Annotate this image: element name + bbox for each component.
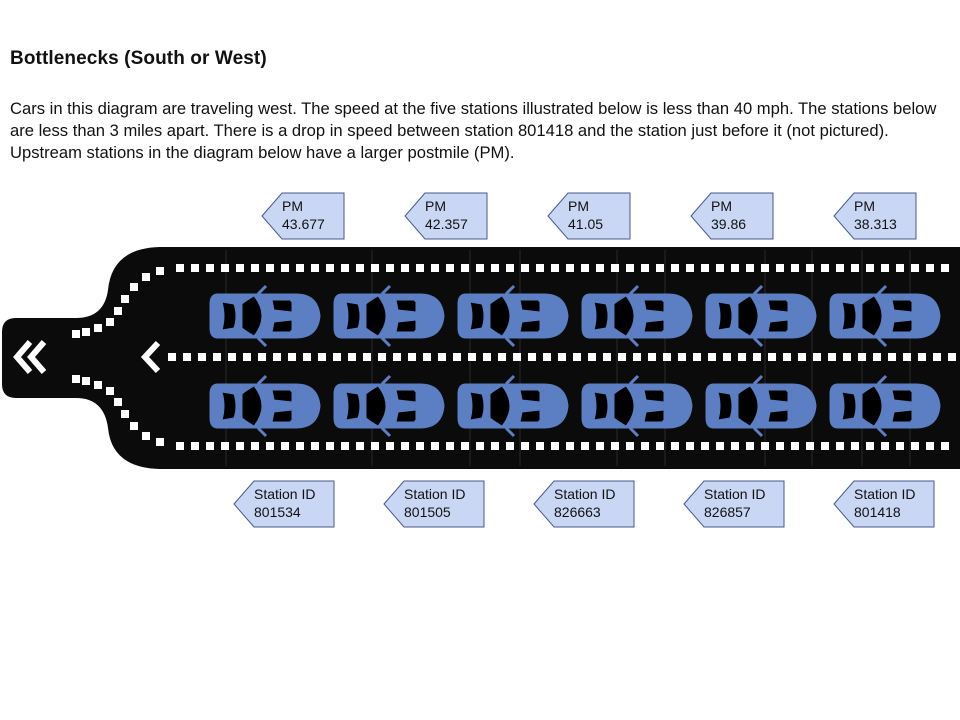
- station-tag: Station ID 826857: [683, 480, 785, 528]
- postmile-tag-label: PM: [854, 198, 875, 214]
- car-icon: [208, 284, 322, 348]
- station-tag-label: Station ID: [854, 486, 915, 502]
- station-tag-value: 826663: [554, 504, 601, 520]
- postmile-tag: PM 42.357: [404, 192, 488, 240]
- car-icon: [332, 284, 446, 348]
- center-lane-marking: [168, 353, 956, 361]
- postmile-tag-value: 41.05: [568, 216, 603, 232]
- postmile-tag: PM 41.05: [547, 192, 631, 240]
- station-tag: Station ID 801534: [233, 480, 335, 528]
- car-icon: [332, 374, 446, 438]
- postmile-tag-value: 42.357: [425, 216, 468, 232]
- car-icon: [828, 374, 942, 438]
- postmile-tag-label: PM: [568, 198, 589, 214]
- top-edge-marking: [176, 264, 949, 272]
- car-icon: [828, 284, 942, 348]
- station-tag-value: 801505: [404, 504, 451, 520]
- bottom-edge-marking: [176, 442, 949, 450]
- car-icon: [704, 374, 818, 438]
- postmile-tag: PM 38.313: [833, 192, 917, 240]
- postmile-tag-value: 39.86: [711, 216, 746, 232]
- car-icon: [456, 374, 570, 438]
- station-tag-value: 801534: [254, 504, 301, 520]
- chevron-left-icon: [140, 340, 161, 374]
- station-tag-label: Station ID: [704, 486, 765, 502]
- station-tag: Station ID 826663: [533, 480, 635, 528]
- postmile-tags: PM 43.677 PM 42.357 PM 41.05 PM 39.86 PM 38.313: [261, 192, 917, 240]
- car-icon: [580, 284, 694, 348]
- postmile-tag-label: PM: [282, 198, 303, 214]
- station-tag-label: Station ID: [554, 486, 615, 502]
- ramp-edge-marking-top: [72, 267, 164, 338]
- station-tag: Station ID 801418: [833, 480, 935, 528]
- lane-markings: [72, 264, 956, 450]
- station-tag-value: 801418: [854, 504, 901, 520]
- ramp-edge-marking-bottom: [72, 375, 164, 446]
- page-heading: Bottlenecks (South or West): [10, 48, 267, 69]
- postmile-tag-value: 43.677: [282, 216, 325, 232]
- station-tag-label: Station ID: [254, 486, 315, 502]
- postmile-tag-label: PM: [711, 198, 732, 214]
- car-icon: [208, 374, 322, 438]
- station-tag-value: 826857: [704, 504, 751, 520]
- postmile-tag-label: PM: [425, 198, 446, 214]
- postmile-tag: PM 43.677: [261, 192, 345, 240]
- car-icon: [580, 374, 694, 438]
- station-tag-label: Station ID: [404, 486, 465, 502]
- intro-paragraph: Cars in this diagram are traveling west.…: [10, 99, 937, 162]
- double-chevron-left-icon: [13, 340, 47, 374]
- postmile-tag-value: 38.313: [854, 216, 897, 232]
- station-tag: Station ID 801505: [383, 480, 485, 528]
- car-icon: [456, 284, 570, 348]
- postmile-tag: PM 39.86: [690, 192, 774, 240]
- car-icon: [704, 284, 818, 348]
